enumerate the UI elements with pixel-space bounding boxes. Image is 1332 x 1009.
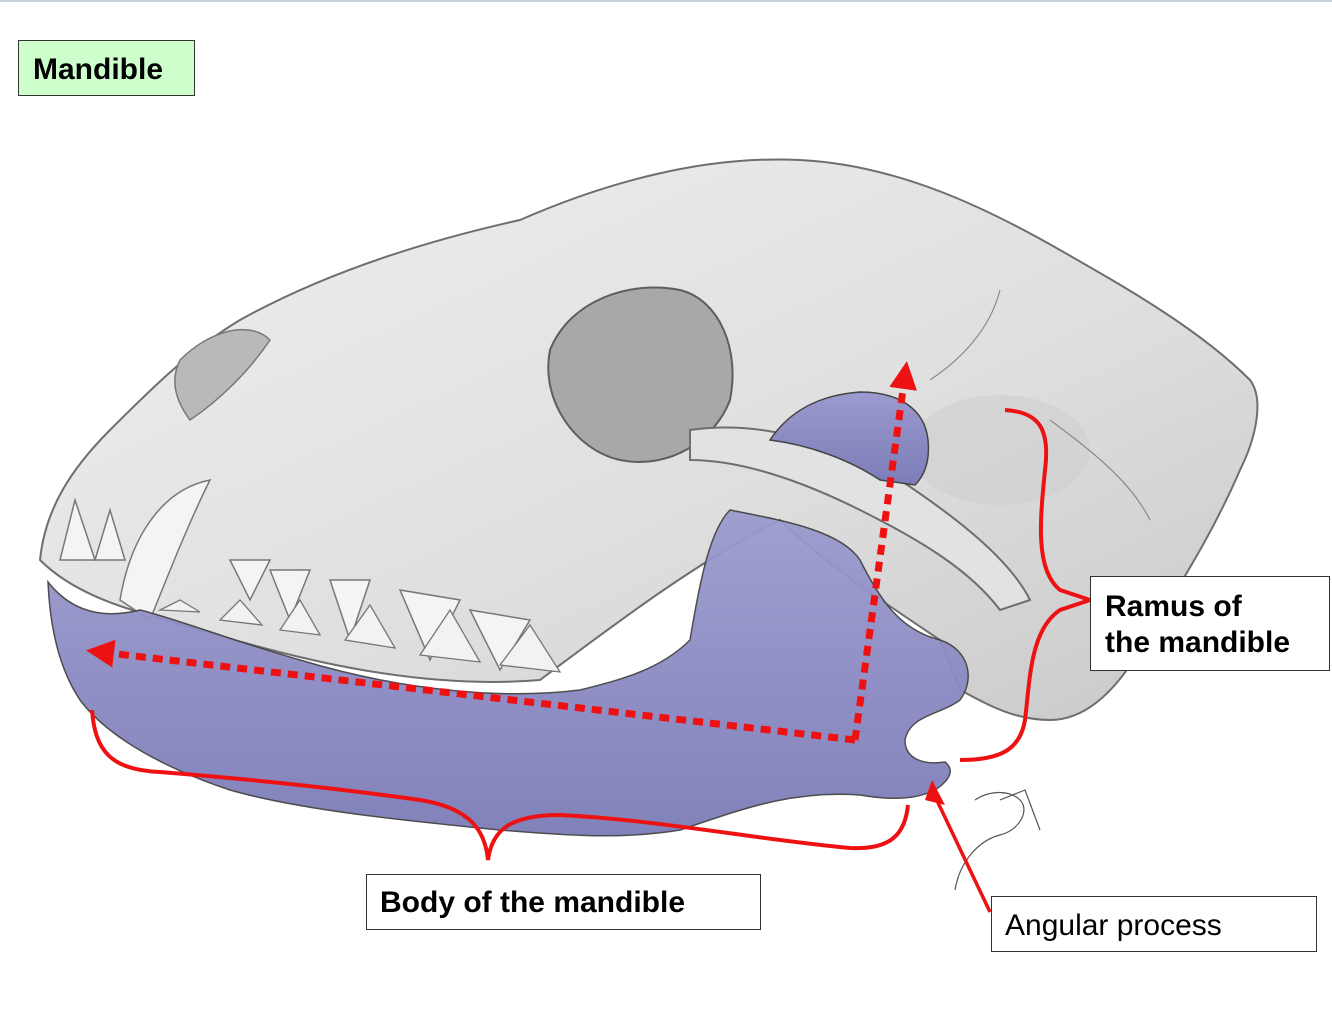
angular-process-pointer [930,789,992,913]
body-brace [90,709,910,861]
temporal-fossa [910,395,1090,505]
page-title: Mandible [18,40,195,96]
angular-process-pointer-head [925,780,945,805]
ramus-height-arrow [851,361,917,741]
cranial-suture [929,289,1151,521]
nasal-opening [174,328,271,422]
angular-process-label: Angular process [991,896,1317,952]
ramus-label-line-2: the mandible [1105,626,1291,659]
ramus-label-line-1: Ramus of [1105,590,1242,623]
upper-teeth [59,478,532,672]
coronoid-process [768,391,930,486]
top-rule [0,0,1332,2]
ramus-label: Ramus of the mandible [1090,576,1330,671]
artist-signature [954,789,1041,891]
body-label: Body of the mandible [366,874,761,930]
lower-teeth [157,598,562,673]
body-length-arrow [86,639,856,744]
orbit [547,286,734,463]
mandible [47,509,969,837]
